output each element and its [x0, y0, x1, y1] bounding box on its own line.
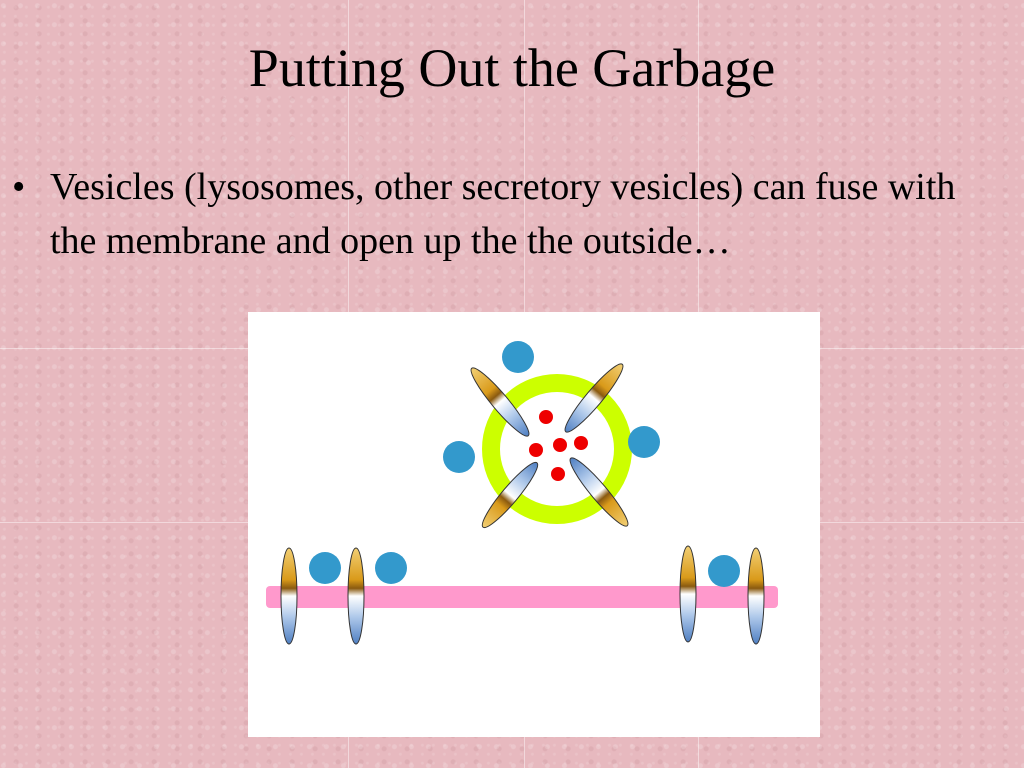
membrane-proteins: [280, 545, 765, 645]
cargo-dots: [529, 410, 588, 481]
bullet-icon: •: [12, 166, 26, 208]
blue-molecules: [309, 341, 740, 587]
slide-title: Putting Out the Garbage: [248, 38, 776, 98]
membrane-bar: [266, 586, 778, 608]
vesicle-ring: [482, 374, 632, 524]
bullet-text: Vesicles (lysosomes, other secretory ves…: [50, 166, 956, 262]
membrane-fusion-diagram: [248, 312, 820, 737]
vesicle-proteins: [470, 363, 629, 529]
bullet-list: • Vesicles (lysosomes, other secretory v…: [12, 160, 992, 268]
bullet-item: • Vesicles (lysosomes, other secretory v…: [12, 160, 992, 268]
